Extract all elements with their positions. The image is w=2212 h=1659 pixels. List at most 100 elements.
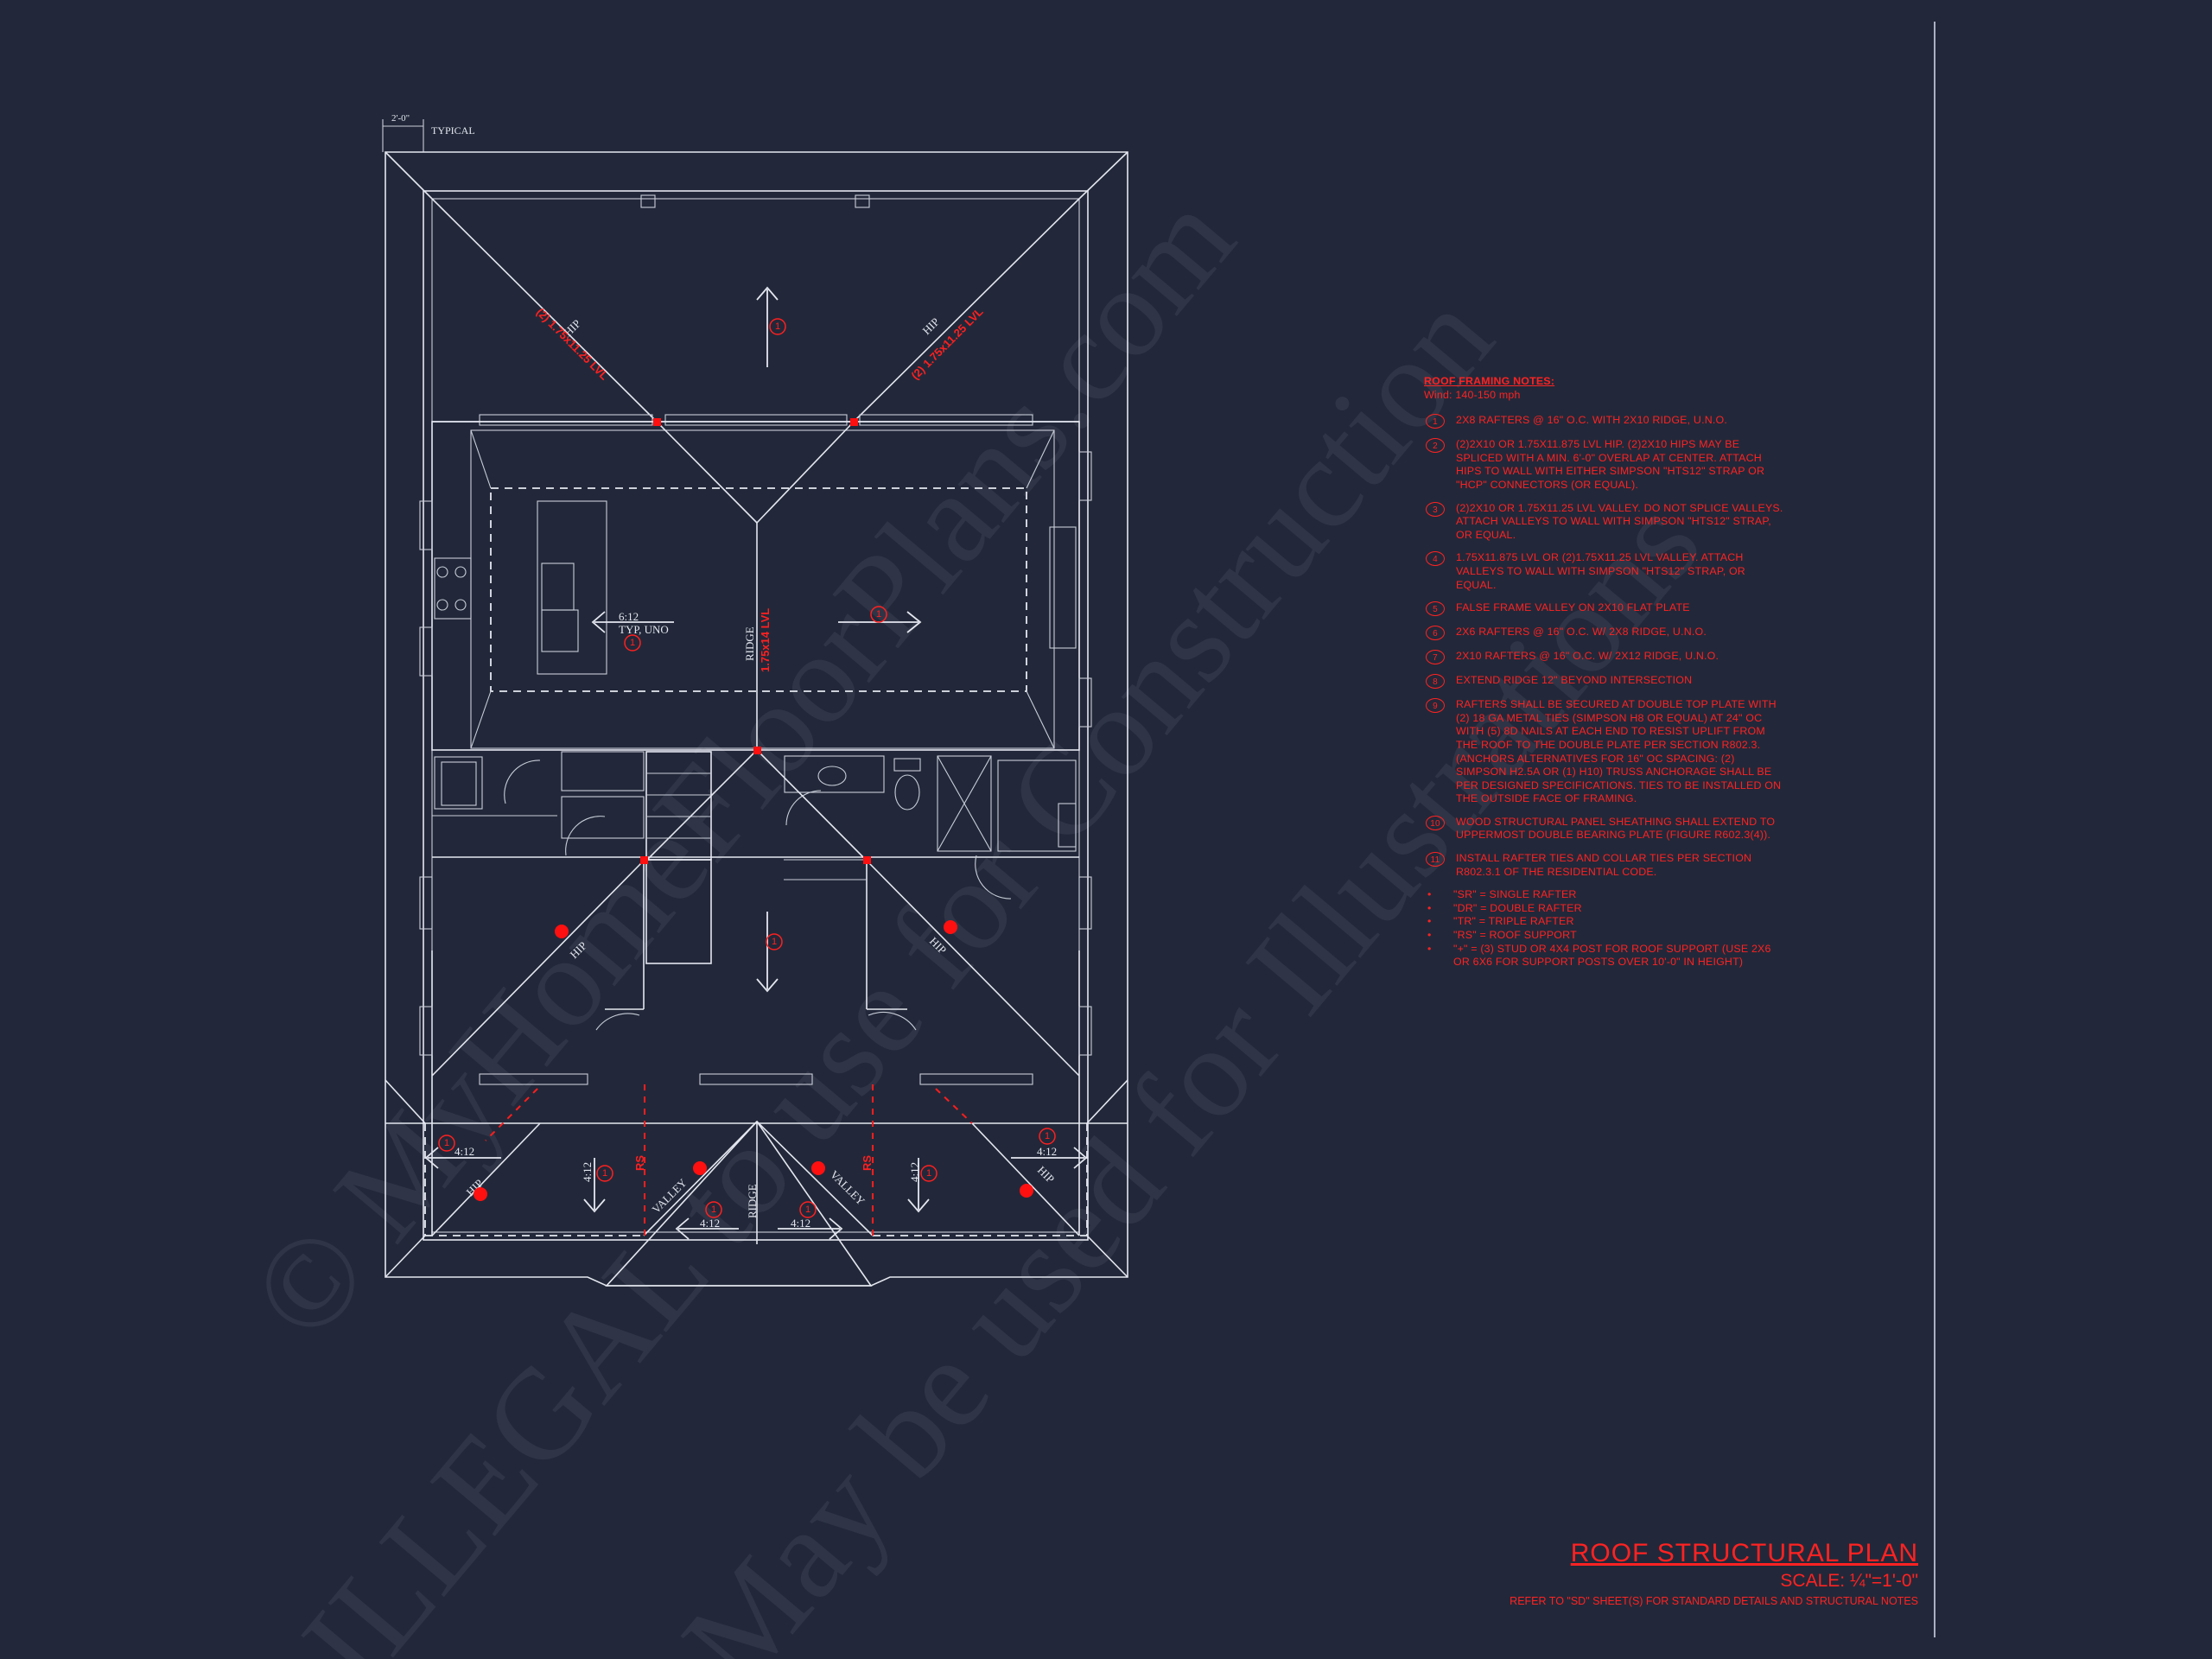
hip-lvl-top-right: (2) 1.75x11.25 LVL — [909, 305, 986, 382]
legend-text: "DR" = Double rafter — [1453, 901, 1582, 914]
legend-item: • "DR" = Double rafter — [1424, 902, 1787, 916]
tag-note-1-main-right: 1 — [870, 606, 887, 623]
legend-text: "SR" = Single rafter — [1453, 888, 1577, 901]
note-number: 4 — [1426, 551, 1445, 567]
note-item: 1 2x8 rafters @ 16" O.C. with 2x10 ridge,… — [1424, 414, 1787, 429]
pitch-typ: TYP, UNO — [619, 623, 669, 636]
svg-text:1: 1 — [775, 321, 780, 332]
note-text: 2x6 rafters @ 16" O.C. w/ 2x8 ridge, U.N… — [1456, 626, 1707, 639]
svg-text:1: 1 — [772, 937, 777, 947]
svg-text:1: 1 — [602, 1168, 607, 1179]
legend-bullet: • — [1427, 888, 1432, 901]
drawing-reference: Refer to "SD" sheet(s) for standard deta… — [1510, 1595, 1918, 1607]
note-text: (2)2x10 or 1.75x11.25 LVL valley. Do not… — [1456, 501, 1783, 541]
note-number: 1 — [1426, 414, 1445, 429]
svg-text:1: 1 — [711, 1205, 716, 1215]
tag-note-1-gable-left: 1 — [705, 1201, 722, 1218]
legend-bullet: • — [1427, 915, 1432, 928]
roof-outline — [385, 151, 1128, 1287]
roof-framing-notes: Roof Framing Notes: Wind: 140-150 mph 12… — [1424, 375, 1787, 969]
legend-bullet: • — [1427, 901, 1432, 914]
roof-support-dots — [474, 418, 1033, 1201]
hip-label-lower-left: HIP — [568, 939, 589, 961]
drawing-title: ROOF STRUCTURAL PLAN — [1570, 1539, 1918, 1567]
upper-hip-roof — [431, 194, 1080, 426]
note-item: 8 Extend ridge 12" beyond intersection — [1424, 674, 1787, 690]
pitch-gable-left: 4:12 — [700, 1217, 720, 1230]
note-number: 10 — [1426, 815, 1445, 830]
tag-note-1-porch-left: 1 — [438, 1135, 455, 1152]
note-number: 5 — [1426, 601, 1445, 617]
note-text: Wood structural panel sheathing shall ex… — [1456, 815, 1776, 842]
typical-label: TYPICAL — [431, 124, 475, 137]
note-text: 2x8 rafters @ 16" O.C. with 2x10 ridge, … — [1456, 414, 1727, 427]
note-text: 2x10 rafters @ 16" O.C. w/ 2x12 ridge, U… — [1456, 650, 1719, 663]
note-item: 2 (2)2x10 or 1.75x11.875 LVL hip. (2)2x10… — [1424, 438, 1787, 492]
svg-text:1: 1 — [630, 638, 635, 648]
note-item: 5 False frame valley on 2x10 flat plate — [1424, 601, 1787, 617]
note-text: (2)2x10 or 1.75x11.875 LVL hip. (2)2x10 … — [1456, 438, 1765, 491]
porch-gable-roof — [431, 1084, 1080, 1287]
note-tags: 1 1 1 1 1 1 1 1 1 1 — [438, 318, 1056, 1218]
note-item: 4 1.75x11.875 LVL or (2)1.75x11.25 LVL va… — [1424, 551, 1787, 592]
pitch-porch-right: 4:12 — [1037, 1145, 1057, 1158]
rs-label-right: RS — [861, 1155, 874, 1171]
title-block: ROOF STRUCTURAL PLAN SCALE: ¼"=1'-0" Ref… — [1510, 1538, 1918, 1609]
note-text: 1.75x11.875 LVL or (2)1.75x11.25 LVL val… — [1456, 551, 1745, 591]
note-number: 6 — [1426, 626, 1445, 641]
typical-overhang-dimension: 2'-0" TYPICAL — [382, 113, 475, 152]
svg-text:1: 1 — [805, 1205, 810, 1215]
lower-floor-rooms — [419, 749, 1092, 1236]
svg-text:1: 1 — [1045, 1131, 1050, 1141]
tag-note-1-main-left: 1 — [624, 634, 641, 652]
pitch-gable-right: 4:12 — [791, 1217, 810, 1230]
svg-text:1: 1 — [926, 1168, 931, 1179]
note-number: 2 — [1426, 438, 1445, 454]
note-item: 10 Wood structural panel sheathing shall … — [1424, 815, 1787, 842]
pitch-main: 6:12 — [619, 610, 639, 623]
note-number: 7 — [1426, 650, 1445, 665]
note-number: 3 — [1426, 501, 1445, 517]
note-item: 3 (2)2x10 or 1.75x11.25 LVL valley. Do no… — [1424, 501, 1787, 543]
rs-label-left: RS — [633, 1155, 646, 1171]
tag-note-1-lower: 1 — [766, 933, 783, 950]
hip-label-top-right: HIP — [920, 315, 942, 337]
notes-wind: Wind: 140-150 mph — [1424, 388, 1521, 401]
valley-label-right: VALLEY — [828, 1168, 868, 1209]
pitch-porch-left: 4:12 — [454, 1145, 474, 1158]
plan-labels: HIP (2) 1.75x11.25 LVL HIP (2) 1.75x11.2… — [454, 305, 1057, 1230]
svg-text:1: 1 — [444, 1138, 449, 1148]
legend-text: "+" = (3) stud or 4x4 post for roof supp… — [1453, 942, 1771, 969]
notes-list: 1 2x8 rafters @ 16" O.C. with 2x10 ridge,… — [1424, 414, 1787, 879]
legend-bullet: • — [1427, 942, 1432, 955]
note-text: Install rafter ties and collar ties per … — [1456, 852, 1752, 878]
tag-note-1-porch-mid-right: 1 — [920, 1165, 938, 1182]
note-number: 9 — [1426, 698, 1445, 714]
hip-label-porch-right: HIP — [1035, 1164, 1057, 1185]
legend-item: •"RS" = Roof support — [1424, 929, 1787, 943]
note-item: 9Rafters shall be secured at double top … — [1424, 698, 1787, 806]
pitch-porch-mid-right: 4:12 — [908, 1162, 921, 1182]
ridge-label-porch: RIDGE — [746, 1184, 759, 1218]
legend-text: "TR" = Triple rafter — [1453, 915, 1574, 928]
svg-text:1: 1 — [876, 609, 881, 620]
legend-item: • "TR" = Triple rafter — [1424, 915, 1787, 929]
drawing-scale: SCALE: ¼"=1'-0" — [1780, 1571, 1918, 1591]
hip-lvl-top-left: (2) 1.75x11.25 LVL — [534, 306, 611, 383]
note-item: 6 2x6 rafters @ 16" O.C. w/ 2x8 ridge, U.… — [1424, 626, 1787, 641]
legend-item: • "+" = (3) stud or 4x4 post for roof sup… — [1424, 943, 1787, 969]
note-number: 8 — [1426, 674, 1445, 690]
note-text: Extend ridge 12" beyond intersection — [1456, 674, 1693, 687]
hip-label-lower-right: HIP — [927, 935, 949, 957]
note-item: 7 2x10 rafters @ 16" O.C. w/ 2x12 ridge, … — [1424, 650, 1787, 665]
typical-dimension-value: 2'-0" — [391, 113, 410, 124]
pitch-porch-mid-left: 4:12 — [581, 1162, 594, 1182]
notes-legend: • "SR" = Single rafter • "DR" = Double raft… — [1424, 888, 1787, 969]
tag-note-1-porch-right: 1 — [1039, 1128, 1056, 1145]
main-house-roof — [419, 421, 1092, 751]
notes-title: Roof Framing Notes: — [1424, 375, 1555, 387]
note-text: False frame valley on 2x10 flat plate — [1456, 601, 1690, 614]
note-number: 11 — [1426, 852, 1445, 868]
note-item: 11 Install rafter ties and collar ties pe… — [1424, 852, 1787, 879]
